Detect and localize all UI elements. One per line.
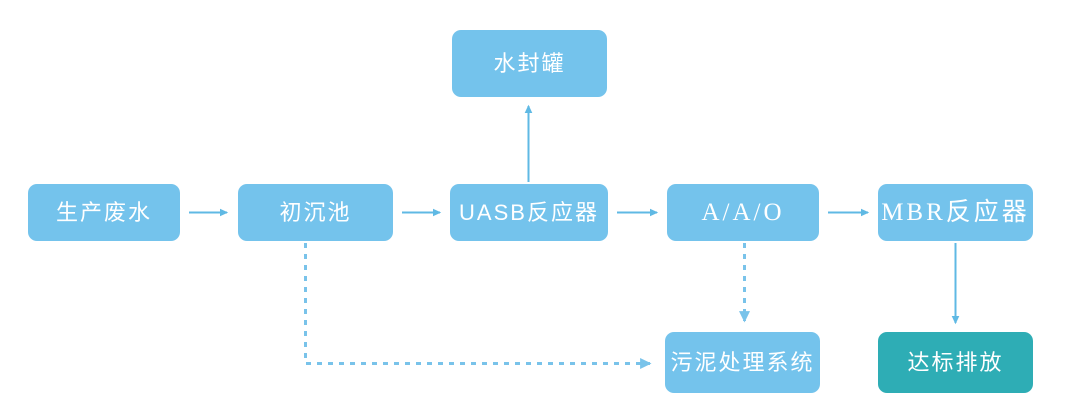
node-water-seal-tank[interactable]: 水封罐 <box>452 30 607 97</box>
node-uasb-reactor[interactable]: UASB反应器 <box>450 184 608 241</box>
node-mbr-reactor[interactable]: MBR反应器 <box>878 184 1033 241</box>
arrow-sedimentation-to-sludge <box>304 243 652 369</box>
node-label: MBR反应器 <box>881 199 1030 226</box>
node-production-wastewater[interactable]: 生产废水 <box>28 184 180 241</box>
node-label: 污泥处理系统 <box>670 349 815 375</box>
node-label: 生产废水 <box>55 199 152 225</box>
node-compliant-discharge[interactable]: 达标排放 <box>878 332 1033 393</box>
node-sludge-treatment-system[interactable]: 污泥处理系统 <box>665 332 820 393</box>
node-label: UASB反应器 <box>459 199 599 225</box>
node-primary-sedimentation-tank[interactable]: 初沉池 <box>238 184 393 241</box>
node-label: 达标排放 <box>907 349 1004 375</box>
node-label: 初沉池 <box>279 199 352 225</box>
node-aao[interactable]: A/A/O <box>667 184 819 241</box>
node-label: A/A/O <box>701 199 785 226</box>
node-label: 水封罐 <box>493 50 566 76</box>
